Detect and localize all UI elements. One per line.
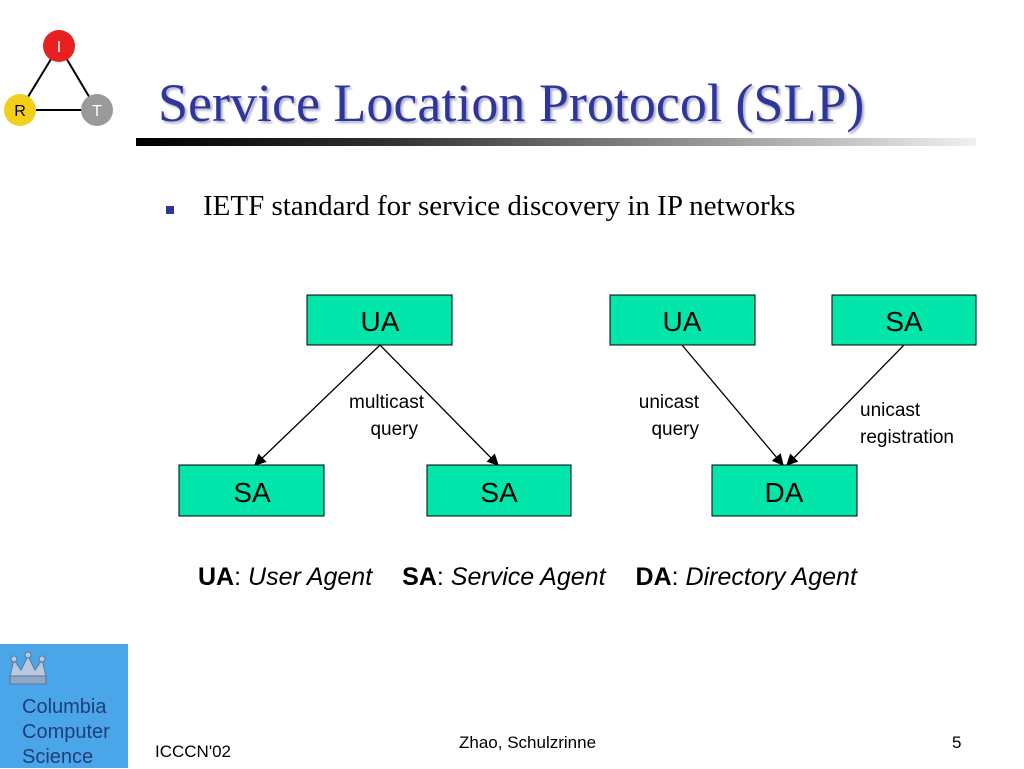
svg-text:multicast: multicast <box>349 392 425 413</box>
svg-text:registration: registration <box>860 427 954 448</box>
svg-text:I: I <box>57 39 61 56</box>
columbia-cs-logo: Columbia Computer Science <box>0 644 128 768</box>
node-sa-bottom-left: SA <box>178 464 325 517</box>
crown-icon <box>9 651 47 685</box>
edge-ua-to-sa-right <box>379 344 499 466</box>
edge-sa-to-da <box>786 344 905 466</box>
node-ua-left: UA <box>306 294 453 346</box>
svg-text:SA: SA <box>480 477 518 508</box>
label-unicast-query: unicast query <box>639 392 700 440</box>
irt-logo: I R T <box>4 30 113 126</box>
logo-text-computer: Computer <box>22 721 110 743</box>
footer-authors: Zhao, Schulzrinne <box>459 733 597 752</box>
svg-text:unicast: unicast <box>639 392 700 413</box>
svg-text:SA: SA <box>233 477 271 508</box>
bullet-text: IETF standard for service discovery in I… <box>203 190 796 222</box>
svg-text:DA: DA <box>765 477 804 508</box>
legend-item-da: DA: Directory Agent <box>635 563 857 591</box>
logo-node-i: I <box>43 30 75 62</box>
svg-text:UA: UA <box>361 306 400 337</box>
node-da: DA <box>711 464 858 517</box>
node-sa-bottom-right: SA <box>426 464 572 517</box>
svg-text:query: query <box>651 419 699 440</box>
svg-text:UA: UA <box>663 306 702 337</box>
title-underline <box>136 138 976 146</box>
svg-text:SA: SA <box>885 306 923 337</box>
slide-title: Service Location Protocol (SLP) <box>158 73 865 133</box>
edge-ua-to-sa-left <box>254 344 381 466</box>
footer-conference: ICCCN'02 <box>155 742 231 761</box>
logo-node-r: R <box>4 94 36 126</box>
label-unicast-registration: unicast registration <box>860 400 954 448</box>
bullet-square-icon <box>166 206 174 214</box>
label-multicast-query: multicast query <box>349 392 425 440</box>
footer-page-number: 5 <box>952 733 962 752</box>
svg-text:T: T <box>92 103 102 120</box>
logo-node-t: T <box>81 94 113 126</box>
node-sa-top-right: SA <box>831 294 977 346</box>
legend-item-ua: UA: User Agent <box>198 563 373 591</box>
legend-item-sa: SA: Service Agent <box>402 563 606 591</box>
svg-text:query: query <box>370 419 418 440</box>
edge-ua-to-da <box>681 344 784 466</box>
logo-text-science: Science <box>22 746 94 768</box>
node-ua-right: UA <box>609 294 756 346</box>
svg-text:R: R <box>14 103 26 120</box>
legend: UA: User Agent SA: Service Agent DA: Direc… <box>198 563 857 592</box>
svg-text:unicast: unicast <box>860 400 921 421</box>
logo-text-columbia: Columbia <box>22 696 107 718</box>
